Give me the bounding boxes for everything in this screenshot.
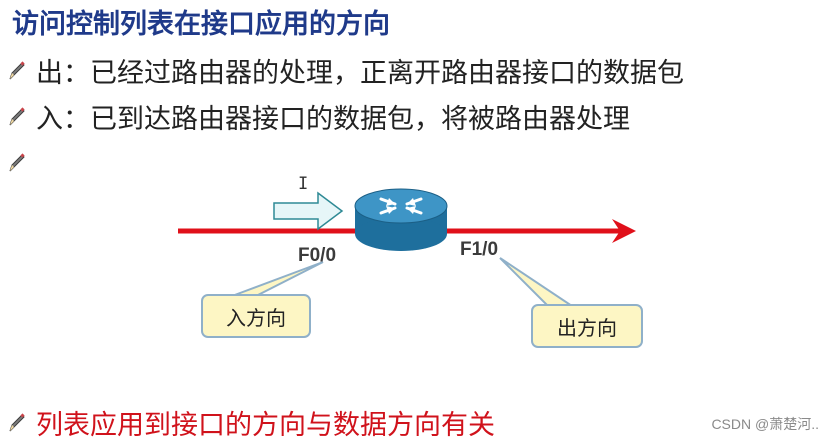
csdn-watermark: CSDN @萧楚河..: [711, 416, 819, 432]
interface-f0-0-label: F0/0: [298, 245, 337, 266]
bullet-inbound: 入：已到达路由器接口的数据包，将被路由器处理: [6, 96, 630, 136]
pencil-icon: [9, 413, 25, 432]
bullet-note-text: 列表应用到接口的方向与数据方向有关: [36, 409, 495, 441]
data-flow-arrowhead: [612, 219, 636, 243]
pencil-icon: [9, 61, 25, 80]
bullet-empty: [6, 142, 36, 182]
bullet-inbound-text: 入：已到达路由器接口的数据包，将被路由器处理: [36, 103, 630, 135]
text-cursor-icon: I: [298, 174, 309, 194]
callout-outbound: 出方向: [531, 304, 643, 348]
router-icon: [354, 188, 448, 251]
pencil-icon: [9, 107, 25, 126]
interface-f1-0-label: F1/0: [460, 239, 499, 260]
callout-outbound-text: 出方向: [557, 315, 617, 340]
inbound-hollow-arrow: [273, 191, 344, 231]
callout-inbound: 入方向: [201, 294, 311, 338]
bullet-outbound-text: 出：已经过路由器的处理，正离开路由器接口的数据包: [36, 57, 684, 89]
callout-inbound-text: 入方向: [226, 305, 286, 330]
page-title: 访问控制列表在接口应用的方向: [12, 9, 390, 40]
callout-in-pointer: [231, 261, 324, 297]
bullet-note: 列表应用到接口的方向与数据方向有关: [6, 402, 495, 442]
callout-out-pointer: [499, 257, 576, 307]
bullet-outbound: 出：已经过路由器的处理，正离开路由器接口的数据包: [6, 50, 684, 90]
pencil-icon: [9, 153, 25, 172]
